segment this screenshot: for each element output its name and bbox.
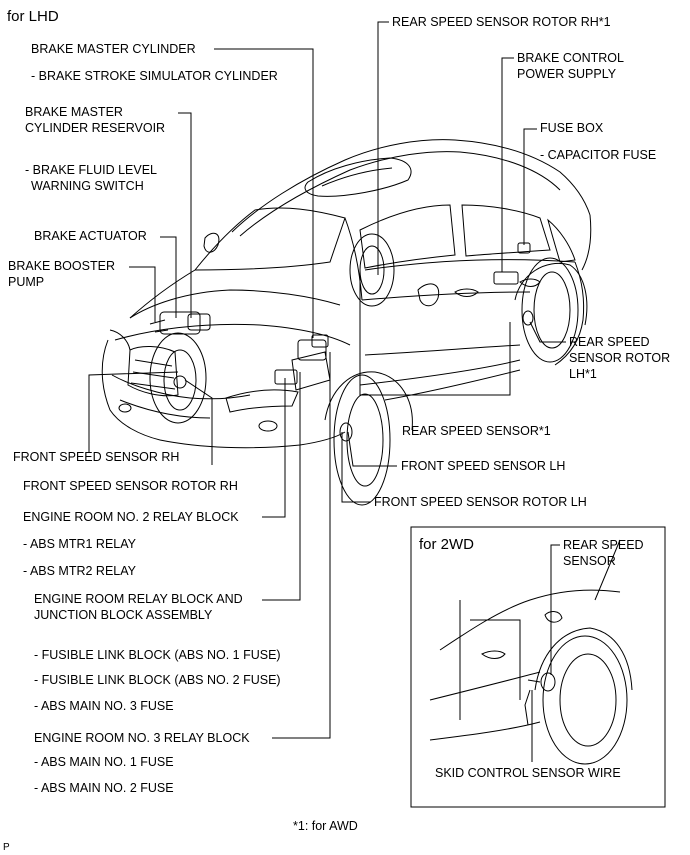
- label-abs-main-1: - ABS MAIN NO. 1 FUSE: [34, 755, 174, 769]
- label-front-rotor-rh: FRONT SPEED SENSOR ROTOR RH: [23, 479, 238, 493]
- inset-artwork: [410, 526, 666, 808]
- front-right-wheel: [149, 332, 207, 424]
- label-er-junction-block-line2: JUNCTION BLOCK ASSEMBLY: [34, 608, 213, 622]
- label-fluid-switch-line1: - BRAKE FLUID LEVEL: [25, 163, 157, 177]
- inset-skid-control-wire: SKID CONTROL SENSOR WIRE: [435, 766, 621, 780]
- label-brake-master-cylinder: BRAKE MASTER CYLINDER: [31, 42, 196, 56]
- label-rear-sensor: REAR SPEED SENSOR*1: [402, 424, 551, 438]
- front-left-wheel: [324, 371, 413, 506]
- variant-title: for LHD: [7, 8, 59, 25]
- label-booster-line2: PUMP: [8, 275, 45, 289]
- label-fluid-switch-line2: WARNING SWITCH: [31, 179, 144, 193]
- label-bcps-line1: BRAKE CONTROL: [517, 51, 624, 65]
- label-abs-main-2: - ABS MAIN NO. 2 FUSE: [34, 781, 174, 795]
- label-front-sensor-lh: FRONT SPEED SENSOR LH: [401, 459, 566, 473]
- label-fusible-link-1: - FUSIBLE LINK BLOCK (ABS NO. 1 FUSE): [34, 648, 281, 662]
- rear-right-wheel: [349, 233, 395, 307]
- label-rear-rotor-lh-line2: SENSOR ROTOR: [569, 351, 671, 365]
- footnote: *1: for AWD: [293, 819, 358, 833]
- label-reservoir-line2: CYLINDER RESERVOIR: [25, 121, 166, 135]
- label-abs-mtr1-relay: - ABS MTR1 RELAY: [23, 537, 136, 551]
- label-abs-mtr2-relay: - ABS MTR2 RELAY: [23, 564, 136, 578]
- label-brake-stroke-simulator: - BRAKE STROKE SIMULATOR CYLINDER: [31, 69, 278, 83]
- label-fusible-link-2: - FUSIBLE LINK BLOCK (ABS NO. 2 FUSE): [34, 673, 281, 687]
- label-brake-actuator: BRAKE ACTUATOR: [34, 229, 147, 243]
- label-er-junction-block-line1: ENGINE ROOM RELAY BLOCK AND: [34, 592, 243, 606]
- leader-lines: [88, 21, 566, 739]
- label-reservoir-line1: BRAKE MASTER: [25, 105, 123, 119]
- label-rear-rotor-lh-line1: REAR SPEED: [569, 335, 650, 349]
- corner-mark: P: [3, 842, 10, 853]
- inset-title: for 2WD: [419, 536, 475, 553]
- label-rear-rotor-rh: REAR SPEED SENSOR ROTOR RH*1: [392, 15, 611, 29]
- inset-rear-sensor-line1: REAR SPEED: [563, 538, 644, 552]
- car-body-outline: [101, 139, 592, 449]
- label-abs-main-3: - ABS MAIN NO. 3 FUSE: [34, 699, 174, 713]
- label-front-sensor-rh: FRONT SPEED SENSOR RH: [13, 450, 180, 464]
- label-bcps-line2: POWER SUPPLY: [517, 67, 617, 81]
- rear-left-wheel: [514, 257, 588, 363]
- label-capacitor-fuse: - CAPACITOR FUSE: [540, 148, 657, 162]
- label-er-relay-block-2: ENGINE ROOM NO. 2 RELAY BLOCK: [23, 510, 239, 524]
- engine-components: [149, 242, 531, 391]
- label-front-rotor-lh: FRONT SPEED SENSOR ROTOR LH: [374, 495, 587, 509]
- inset-rear-sensor-line2: SENSOR: [563, 554, 616, 568]
- label-rear-rotor-lh-line3: LH*1: [569, 367, 597, 381]
- label-er-relay-block-3: ENGINE ROOM NO. 3 RELAY BLOCK: [34, 731, 250, 745]
- label-booster-line1: BRAKE BOOSTER: [8, 259, 115, 273]
- label-fuse-box: FUSE BOX: [540, 121, 604, 135]
